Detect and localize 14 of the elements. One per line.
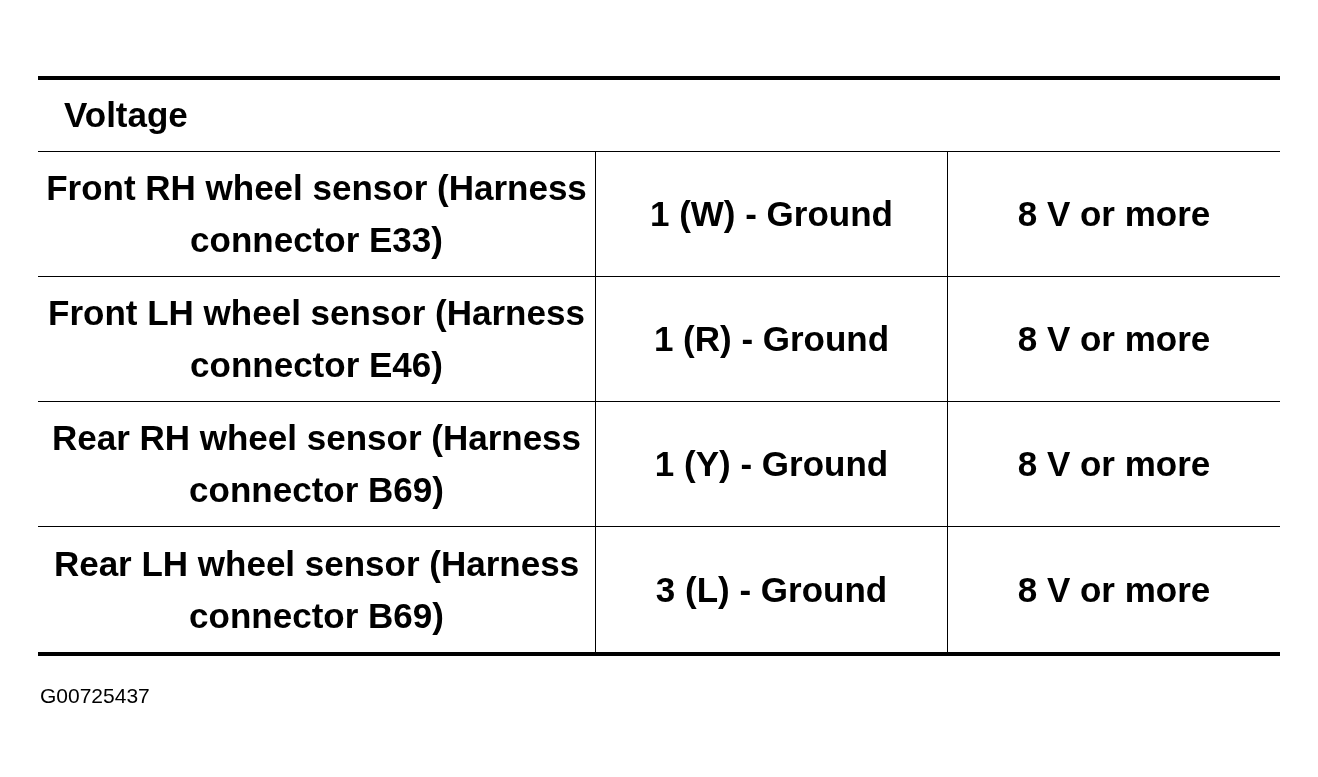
table-cell-text: 8 V or more [1017, 193, 1211, 235]
table-cell-text: Front LH wheel sensor (Harness connector E46) [47, 292, 586, 386]
figure-code: G00725437 [40, 683, 150, 709]
table-cell-text: Rear LH wheel sensor (Harness connector B69) [52, 542, 581, 637]
table-cell-text: 3 (L) - Ground [655, 568, 888, 611]
table-cell-text: Rear RH wheel sensor (Harness connector B69) [50, 417, 583, 511]
table-cell-text: 1 (R) - Ground [653, 318, 890, 360]
table-cell-text: Front RH wheel sensor (Harness connector E33) [46, 167, 587, 261]
table-cell-text: 8 V or more [1017, 443, 1211, 485]
table-cell-text: 8 V or more [1017, 568, 1211, 611]
table-cell-text: 1 (W) - Ground [650, 193, 893, 235]
table-cell-text: 8 V or more [1017, 318, 1211, 360]
table-cell-text: 1 (Y) - Ground [654, 443, 889, 485]
table-heading: Voltage [64, 94, 188, 137]
